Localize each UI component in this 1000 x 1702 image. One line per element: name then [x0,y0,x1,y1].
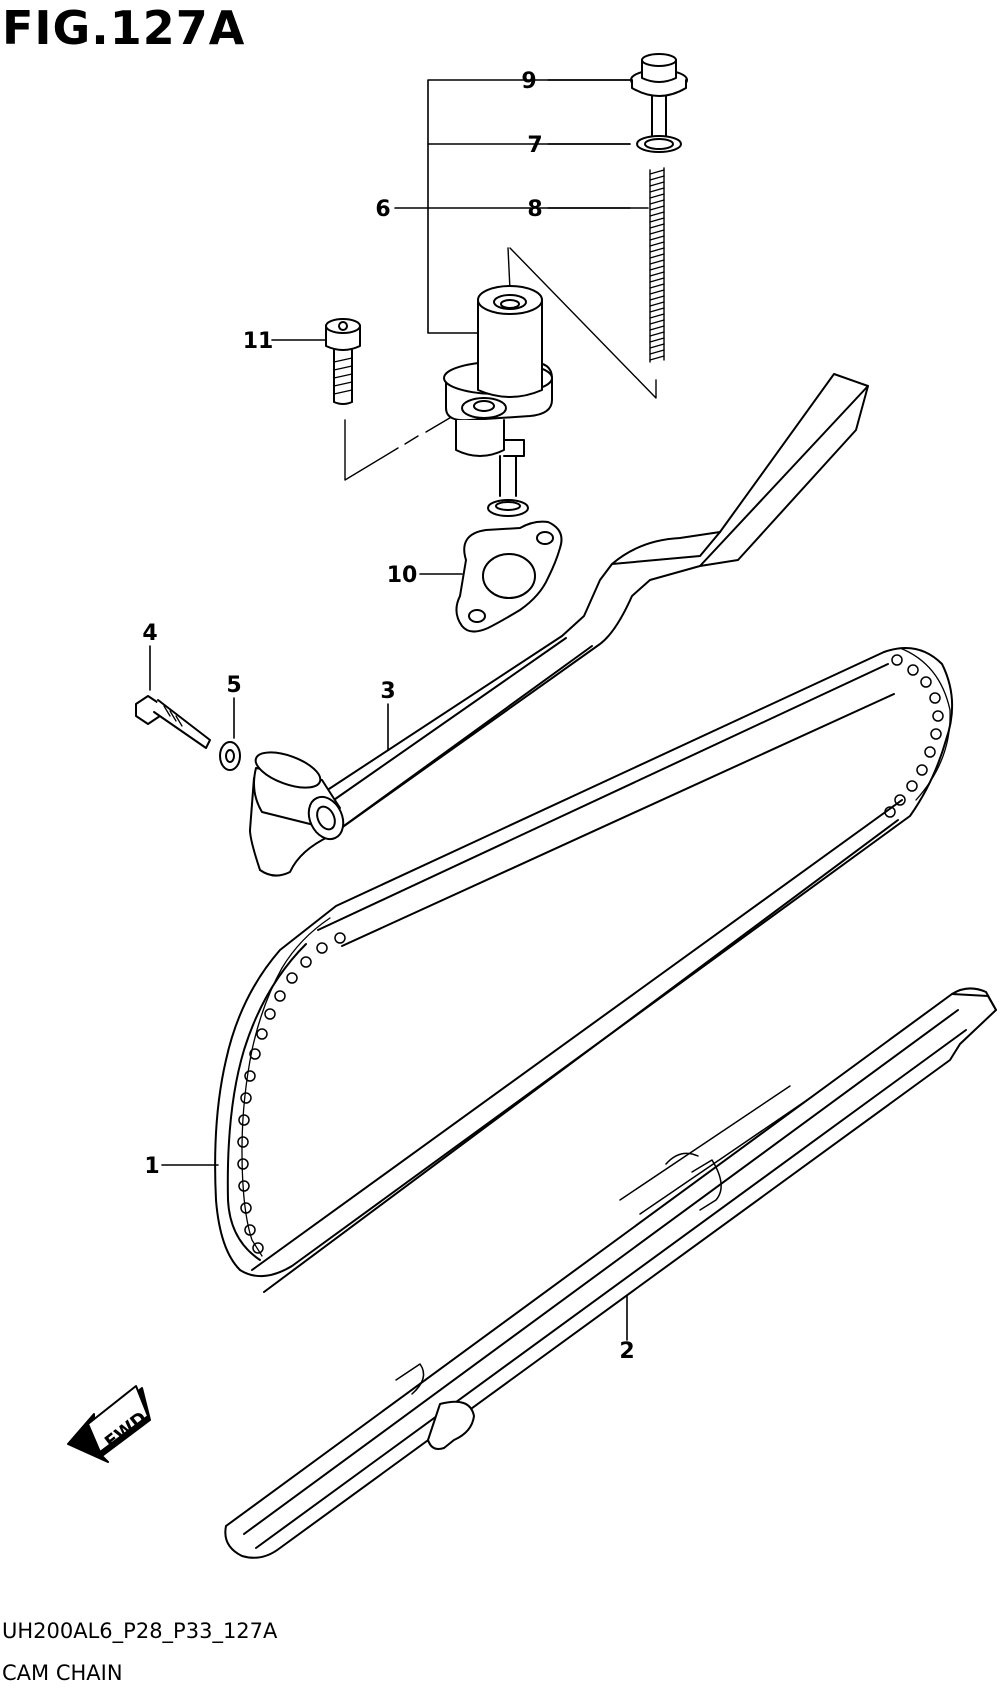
fwd-arrow-icon: FWD [67,1385,151,1463]
callout-3: 3 [380,679,395,704]
bolt-part-11 [325,318,361,405]
callout-10: 10 [387,563,418,588]
bolt-part-4 [135,695,211,749]
washer-part-7 [636,135,682,153]
chain-rollers [237,654,944,1254]
leader-lines [149,79,649,1341]
flange-bolt-part-9 [630,53,688,141]
callout-11: 11 [243,329,274,354]
callout-6: 6 [375,197,390,222]
callout-5: 5 [226,673,241,698]
figure-title: FIG.127A [2,1,246,55]
callout-7: 7 [527,133,542,158]
callout-1: 1 [144,1154,159,1179]
callout-9: 9 [521,69,536,94]
washer-part-5 [219,741,241,771]
gasket-part-10 [455,520,563,633]
diagram-caption: CAM CHAIN [2,1661,123,1685]
diagram-code: UH200AL6_P28_P33_127A [2,1619,278,1643]
tensioner-adjuster-part-6 [443,285,553,517]
cam-chain-part-1 [214,647,954,1293]
callout-4: 4 [142,621,157,646]
callout-8: 8 [527,197,542,222]
tensioner-arm-part-3 [249,373,869,877]
spring-part-8 [649,167,665,363]
chain-guide-part-2 [224,987,997,1559]
callout-2: 2 [619,1339,634,1364]
